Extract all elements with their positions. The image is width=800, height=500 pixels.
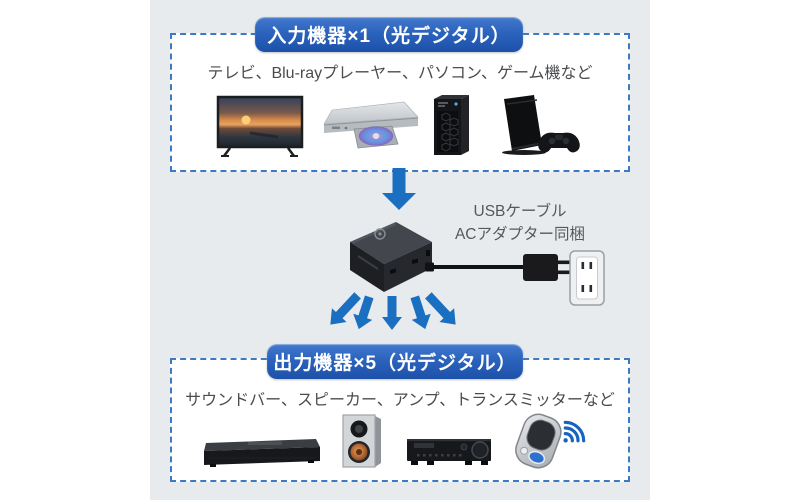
game-console-icon xyxy=(502,95,580,155)
wall-outlet-icon xyxy=(569,250,605,306)
tv-icon xyxy=(216,95,304,157)
transmitter-icon xyxy=(515,413,586,469)
bookshelf-speaker-icon xyxy=(342,414,381,468)
ac-adapter-icon xyxy=(523,254,558,281)
soundbar-icon xyxy=(204,439,320,467)
amplifier-icon xyxy=(407,439,491,465)
input-caption: テレビ、Blu-rayプレーヤー、パソコン、ゲーム機など xyxy=(207,65,593,82)
optical-splitter-icon xyxy=(350,222,432,292)
pc-tower-icon xyxy=(434,95,469,155)
output-caption: サウンドバー、スピーカー、アンプ、トランスミッターなど xyxy=(185,392,615,409)
hub-note: USBケーブル ACアダプター同梱 xyxy=(430,200,610,246)
wireless-signal-icon xyxy=(563,420,586,443)
output-header-pill: 出力機器×5（光デジタル） xyxy=(267,344,523,379)
output-header-label: 出力機器×5（光デジタル） xyxy=(273,353,517,374)
down-arrow-icon xyxy=(382,168,416,210)
hub-note-line2: ACアダプター同梱 xyxy=(454,226,586,243)
input-header-label: 入力機器×1（光デジタル） xyxy=(267,26,511,47)
input-header-pill: 入力機器×1（光デジタル） xyxy=(255,17,523,52)
fan-arrows-icon xyxy=(330,292,456,330)
hub-note-line1: USBケーブル xyxy=(473,203,567,220)
power-connection xyxy=(425,250,605,306)
usb-cable-icon xyxy=(425,262,434,272)
blu-ray-player-icon xyxy=(323,101,419,149)
